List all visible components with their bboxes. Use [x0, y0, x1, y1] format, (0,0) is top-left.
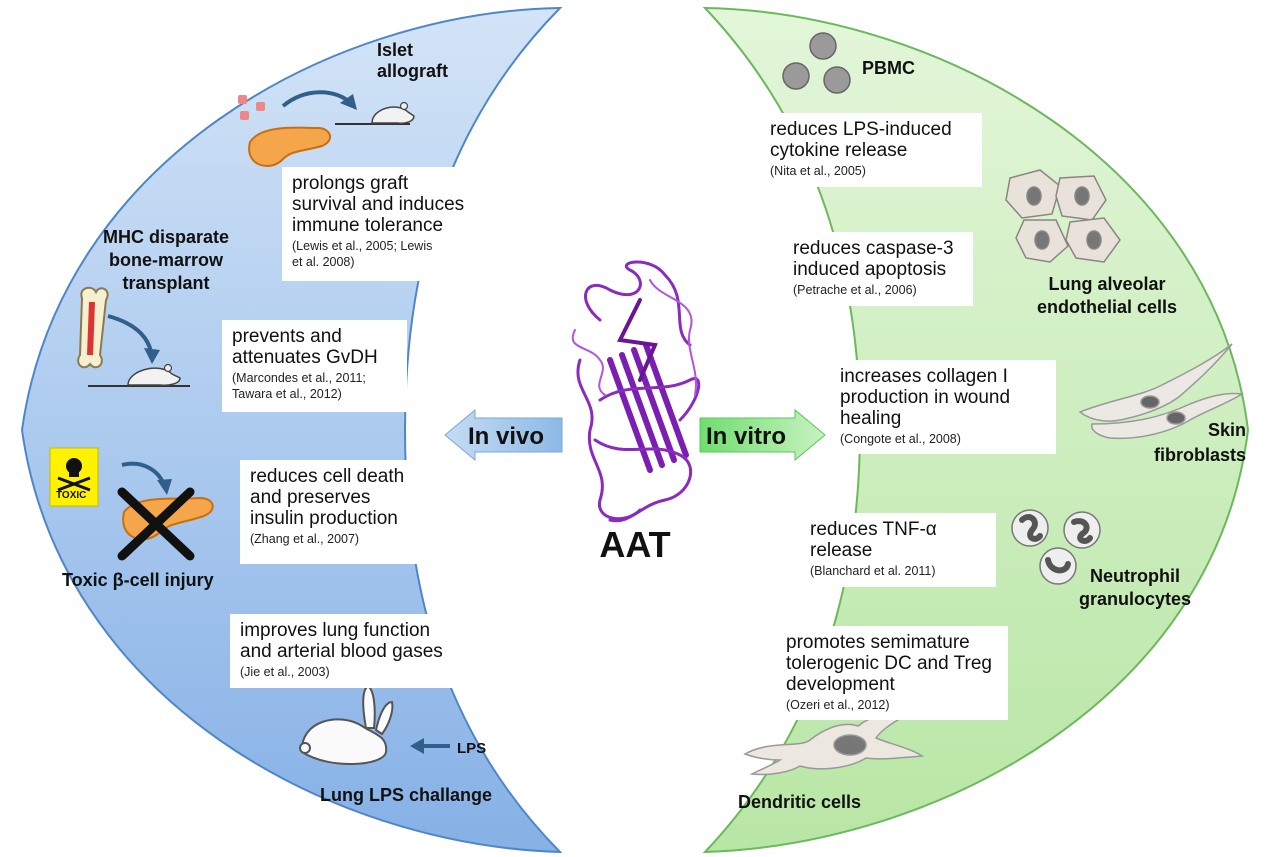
islet-allograft-label: Islet allograft — [377, 40, 449, 81]
effect-text: promotes semimature tolerogenic DC and T… — [786, 632, 992, 695]
pancreas-icon — [248, 126, 332, 167]
effect-text: prevents and attenuates GvDH — [232, 326, 378, 368]
effect-text: reduces caspase-3 induced apoptosis — [793, 238, 954, 280]
effect-text: reduces cell death and preserves insulin… — [250, 466, 405, 529]
dendritic-cells-label: Dendritic cells — [738, 792, 862, 812]
effect-box-toxic: reduces cell death and preserves insulin… — [240, 460, 445, 564]
in-vitro-label: In vitro — [706, 423, 787, 450]
effect-text: prolongs graft survival and induces immu… — [292, 173, 465, 236]
effect-text: improves lung function and arterial bloo… — [240, 620, 443, 662]
islet-cells-icon — [238, 95, 265, 120]
skin-fibroblasts-label: Skin fibroblasts — [1153, 420, 1246, 465]
in-vivo-label: In vivo — [468, 423, 545, 450]
skull-icon — [57, 458, 91, 492]
aat-label: AAT — [599, 524, 671, 565]
effect-reference: (Congote et al., 2008) — [840, 432, 961, 446]
effect-reference: (Blanchard et al. 2011) — [810, 564, 936, 578]
effect-reference: (Lewis et al., 2005; Lewis et al. 2008) — [292, 239, 433, 269]
mouse-icon — [335, 101, 415, 125]
in-vivo-arrow — [444, 408, 563, 462]
neutrophil-cells-icon — [1011, 509, 1101, 585]
rabbit-icon — [299, 684, 394, 766]
effect-box-islet: prolongs graft survival and induces immu… — [282, 167, 495, 281]
effect-box-gvdh: prevents and attenuates GvDH (Marcondes … — [222, 320, 407, 412]
effect-box-lung: improves lung function and arterial bloo… — [230, 614, 490, 688]
effect-reference: (Marcondes et al., 2011; Tawara et al., … — [232, 371, 366, 401]
effect-box-pbmc: reduces LPS-induced cytokine release (Ni… — [760, 113, 982, 187]
effect-box-tnf: reduces TNF-α release (Blanchard et al. … — [800, 513, 996, 587]
toxic-injury-label: Toxic β-cell injury — [62, 570, 214, 590]
mouse-icon — [88, 363, 190, 387]
effect-box-collagen: increases collagen I production in wound… — [830, 360, 1056, 454]
lung-cells-label: Lung alveolar endothelial cells — [1036, 274, 1178, 317]
effect-text: increases collagen I production in wound… — [840, 366, 1011, 429]
effect-text: reduces TNF-α release — [810, 519, 937, 561]
effect-reference: (Petrache et al., 2006) — [793, 283, 917, 297]
neutrophil-label: Neutrophil granulocytes — [1078, 566, 1192, 609]
skin-fibroblasts-icon — [1078, 343, 1245, 440]
mhc-transplant-label: MHC disparate bone-marrow transplant — [102, 227, 230, 293]
dendritic-cell-icon — [743, 713, 925, 776]
pbmc-label: PBMC — [862, 58, 915, 78]
lung-alveolar-cells-icon — [1005, 169, 1121, 263]
effect-reference: (Zhang et al., 2007) — [250, 532, 360, 546]
cross-icon — [117, 487, 195, 561]
lps-label: LPS — [457, 740, 487, 757]
toxic-sign-icon — [49, 447, 99, 507]
effect-reference: (Ozeri et al., 2012) — [786, 698, 890, 712]
toxic-sign-text: TOXIC — [56, 490, 87, 501]
effect-box-dc: promotes semimature tolerogenic DC and T… — [776, 626, 1008, 720]
in-vitro-arrow — [699, 408, 826, 462]
bone-marrow-icon — [77, 286, 109, 369]
effect-reference: (Nita et al., 2005) — [770, 164, 866, 178]
lung-challenge-label: Lung LPS challange — [320, 785, 493, 805]
effect-text: reduces LPS-induced cytokine release — [770, 119, 952, 161]
pbmc-cells-icon — [782, 32, 851, 94]
aat-protein-structure-icon — [571, 260, 701, 523]
effect-reference: (Jie et al., 2003) — [240, 665, 330, 679]
effect-box-apoptosis: reduces caspase-3 induced apoptosis (Pet… — [783, 232, 973, 306]
